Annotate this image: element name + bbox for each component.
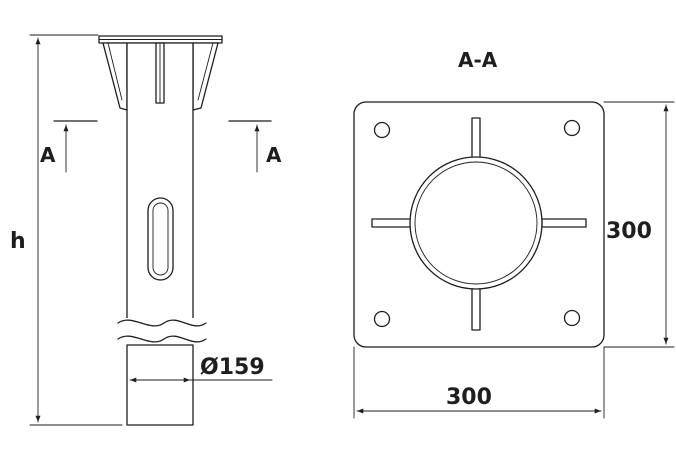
height-dimension: h — [10, 34, 123, 426]
cable-slot — [147, 197, 174, 281]
section-view: A-A 300 300 — [353, 48, 675, 419]
pipe-section-inner — [414, 161, 538, 285]
section-label-left: A — [40, 143, 56, 167]
plate-width-dimension: 300 — [353, 346, 605, 419]
bolt-hole-top-right — [563, 119, 581, 137]
left-gusset — [102, 42, 128, 111]
diameter-dimension: Ø159 — [129, 355, 273, 383]
side-view: h Ø159 — [10, 34, 282, 426]
plate-width-label: 300 — [446, 385, 492, 410]
rib-bottom — [471, 285, 481, 331]
bolt-hole-bottom-left — [373, 310, 391, 328]
rib-top — [471, 117, 481, 163]
section-marker-left: A — [40, 120, 98, 173]
bolt-hole-bottom-right — [563, 309, 581, 327]
height-label: h — [10, 229, 26, 254]
bolt-hole-top-left — [373, 121, 391, 139]
section-label-right: A — [266, 143, 282, 167]
section-marker-right: A — [228, 120, 282, 173]
section-title: A-A — [458, 48, 498, 72]
plate-height-dimension: 300 — [603, 101, 675, 348]
plate-height-label: 300 — [606, 219, 652, 244]
diameter-label: Ø159 — [200, 355, 265, 380]
right-gusset — [192, 42, 219, 111]
pipe-lower — [126, 344, 194, 426]
break-lines — [112, 318, 208, 346]
pipe-section-outer — [409, 156, 543, 290]
rib-right — [541, 218, 587, 228]
